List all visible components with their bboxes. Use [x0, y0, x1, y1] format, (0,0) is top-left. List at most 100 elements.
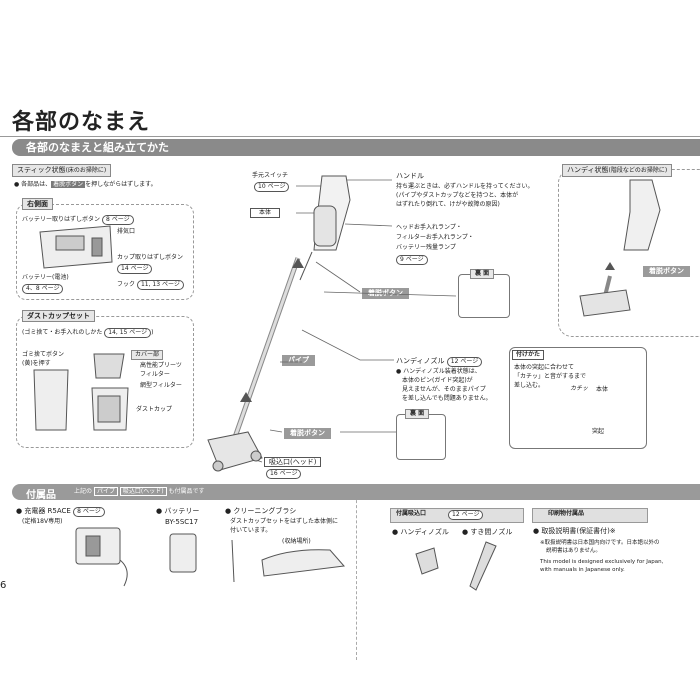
- handy-nozzle-text: ハンディノズル: [396, 357, 445, 365]
- accessories-heading: 付属品: [26, 490, 56, 501]
- page-suffix: ページ: [161, 281, 180, 288]
- release-button-label2: 着脱ボタン: [284, 428, 331, 439]
- cover-label: カバー部: [131, 350, 164, 360]
- nozzle-note1: ● ハンディノズル装着状態は、: [396, 368, 481, 375]
- attach-protrusion: 突起: [592, 428, 605, 435]
- handy-release-button: 着脱ボタン: [643, 266, 690, 277]
- pipe-label: パイプ: [282, 355, 315, 366]
- nozzle-note4: を差し込んでも問題ありません。: [402, 395, 492, 402]
- section-heading: 各部のなまえと組み立てかた: [26, 141, 169, 154]
- accessories-bar: [12, 484, 700, 500]
- manual-label: ● 取扱説明書(保証書付)※: [533, 527, 616, 535]
- stick-state-tab: スティック状態(床のお掃除に): [12, 164, 112, 177]
- dust-cup-note-pre: (ゴミ捨て・お手入れのしかた: [22, 329, 103, 336]
- accessories-tag-head: 吸込口(ヘッド): [119, 487, 167, 496]
- handy-tab-label: ハンディ状態: [567, 166, 609, 174]
- dust-cup-note-post: ): [151, 329, 154, 336]
- page-suffix: ページ: [460, 358, 479, 365]
- battery-pages-num: 4、8: [26, 285, 40, 292]
- tool-page-num: 12: [452, 511, 460, 518]
- hand-switch-label: 手元スイッチ: [252, 172, 289, 179]
- gomi-button-label2: (黄)を押す: [22, 360, 51, 367]
- battery-model: BY-5SC17: [165, 518, 199, 526]
- handy-nozzle-page: 12: [450, 358, 459, 365]
- accessories-note: 上記の パイプ 吸込口(ヘッド) も付属品です: [74, 487, 205, 496]
- stick-state-note: (床のお掃除に): [65, 167, 107, 174]
- attach-click: カチッ: [570, 385, 589, 392]
- page-suffix: ページ: [267, 183, 286, 190]
- print-tab: [532, 508, 648, 523]
- battery-label: バッテリー(電池): [22, 274, 69, 281]
- stick-bullet: ● 各部品は、着脱ボタンを押しながらはずします。: [14, 181, 157, 189]
- attach-desc3: 差し込む。: [514, 382, 545, 389]
- handle-desc3: はずれたり倒れて、けがや故障の原因): [396, 201, 500, 208]
- inlet-head-page: 16 ページ: [266, 469, 302, 479]
- lamp-page-num: 9: [400, 256, 404, 263]
- attach-desc2: 「カチッ」と音がするまで: [514, 373, 587, 380]
- hand-switch-page: 10 ページ: [254, 182, 290, 192]
- attach-desc1: 本体の突起に合わせて: [514, 364, 575, 371]
- dust-cup-tab: ダストカップセット: [22, 310, 95, 322]
- charger-label: ● 充電器 R5ACE 8 ページ: [16, 507, 105, 517]
- release-button-label: 着脱ボタン: [362, 288, 409, 299]
- dust-cup-label: ダストカップ: [136, 406, 173, 413]
- page-number: 6: [0, 580, 7, 591]
- storage-label: (収納場所): [282, 538, 311, 545]
- dust-cup-note-pages: 14, 15: [108, 329, 128, 336]
- handle-desc1: 持ち運ぶときは、必ずハンドルを持ってください。: [396, 183, 534, 190]
- section-header: 各部のなまえと組み立てかた: [12, 139, 700, 156]
- page-suffix: ページ: [279, 470, 298, 477]
- cup-release-page-num: 14: [121, 265, 129, 272]
- nozzle-note2: 本体のピン(ガイド突起)が: [402, 377, 473, 384]
- filter-label1: 高性能プリーツ: [140, 362, 182, 369]
- vacuum-illustration: [207, 175, 351, 472]
- page-suffix: ページ: [82, 508, 101, 515]
- manual-text: ● 取扱説明書(保証書付): [533, 527, 610, 535]
- exhaust-label: 排気口: [117, 228, 136, 235]
- battery-release-page: 8: [105, 216, 110, 223]
- battery-illustration: [169, 533, 197, 573]
- brush-label: ● クリーニングブラシ: [225, 507, 297, 515]
- brush-note1: ダストカップセットをはずした本体側に: [230, 518, 339, 525]
- page-suffix: ページ: [41, 285, 60, 292]
- stick-bullet-post: を押しながらはずします。: [85, 181, 157, 188]
- accessories-note-pre: 上記の: [74, 488, 93, 495]
- title-divider: [0, 136, 700, 137]
- charger-page: 8: [77, 508, 81, 515]
- tool-tab-label: 付属吸込口: [396, 510, 427, 517]
- back-side-label1: 裏 面: [470, 269, 495, 279]
- battery-acc-label: ● バッテリー: [156, 507, 200, 515]
- back-side-inset1: [458, 274, 510, 318]
- hook-text: フック: [117, 281, 136, 288]
- body-label: 本体: [250, 208, 281, 218]
- crevice-nozzle-acc: ● すき間ノズル: [462, 528, 513, 536]
- lamp-label1: ヘッドお手入れランプ・: [396, 224, 462, 231]
- handle-label: ハンドル: [396, 172, 424, 180]
- tool-tab-page: 12 ページ: [448, 510, 484, 520]
- page-suffix: ページ: [461, 511, 480, 518]
- charger-illustration: [75, 527, 128, 587]
- right-side-tab: 右側面: [22, 198, 53, 210]
- cup-release-page: 14 ページ: [117, 264, 153, 274]
- lamp-label3: バッテリー残量ランプ: [396, 244, 456, 251]
- jp-note2: 説明書はありません。: [546, 548, 601, 554]
- lamp-label2: フィルターお手入れランプ・: [396, 234, 474, 241]
- attach-box: [509, 347, 647, 449]
- battery-release-text: バッテリー取りはずしボタン: [22, 216, 101, 223]
- accessories-note-post: も付属品です: [168, 488, 205, 495]
- battery-pages: 4、8 ページ: [22, 284, 64, 294]
- charger-note: (定格18V専用): [22, 518, 63, 525]
- inlet-head-page-num: 16: [270, 470, 278, 477]
- stick-bullet-button: 着脱ボタン: [51, 181, 86, 188]
- handy-tab-note: (階段などのお掃除に): [608, 167, 668, 174]
- back-side-label2: 裏 面: [405, 409, 430, 419]
- stick-state-label: スティック状態: [17, 166, 66, 174]
- handy-tab: ハンディ状態(階段などのお掃除に): [562, 164, 673, 177]
- brush-illustration: [231, 539, 345, 583]
- dust-cup-note: (ゴミ捨て・お手入れのしかた 14, 15 ページ): [22, 328, 154, 338]
- inlet-head-label: 吸込口(ヘッド): [264, 457, 322, 467]
- attach-body: 本体: [596, 386, 609, 393]
- page-suffix: ページ: [130, 265, 149, 272]
- page-suffix: ページ: [111, 216, 130, 223]
- lamp-page: 9 ページ: [396, 255, 428, 265]
